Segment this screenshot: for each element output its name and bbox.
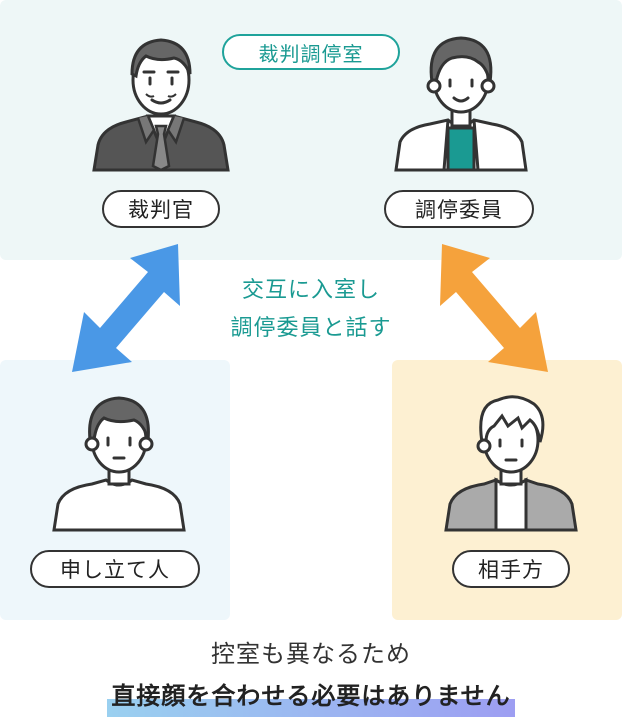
petitioner-label: 申し立て人: [30, 550, 200, 588]
judge-icon: [92, 38, 230, 172]
petitioner-icon: [52, 396, 186, 532]
left-double-arrow-icon: [72, 244, 180, 372]
center-note: 交互に入室し 調停委員と話す: [190, 272, 432, 348]
mediator-label: 調停委員: [384, 190, 534, 228]
bottom-caption-line2-wrap: 直接顔を合わせる必要はありません: [0, 676, 622, 717]
bottom-caption-line1: 控室も異なるため: [211, 640, 411, 668]
judge-label: 裁判官: [102, 190, 220, 228]
right-double-arrow-icon: [440, 244, 548, 372]
opponent-label: 相手方: [452, 550, 570, 588]
bottom-caption-line2-text: 直接顔を合わせる必要はありません: [111, 682, 511, 710]
mediator-icon: [394, 36, 528, 172]
center-note-line1: 交互に入室し: [241, 278, 380, 303]
opponent-icon: [444, 395, 578, 532]
bottom-caption-line2: 直接顔を合わせる必要はありません: [107, 676, 515, 717]
center-note-line2: 調停委員と話す: [230, 316, 392, 341]
room-label: 裁判調停室: [222, 34, 400, 70]
